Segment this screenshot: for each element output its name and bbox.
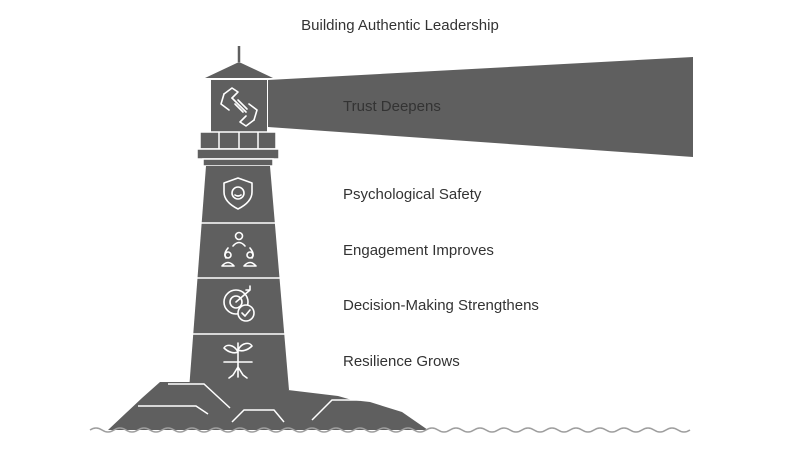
diagram-title: Building Authentic Leadership — [301, 17, 499, 34]
team-icon — [221, 231, 257, 267]
gallery-deck — [196, 148, 280, 160]
target-check-icon — [223, 285, 255, 322]
deck-collar — [202, 158, 274, 167]
stage-label-psychological-safety: Psychological Safety — [343, 186, 482, 203]
balcony-railing — [199, 131, 277, 150]
rock-base — [108, 382, 428, 430]
water-line — [89, 427, 691, 433]
sprout-icon — [223, 342, 253, 379]
handshake-icon — [220, 87, 258, 127]
tower-dividers — [191, 222, 286, 335]
stage-label-resilience-grows: Resilience Grows — [343, 353, 460, 370]
lighthouse-roof — [205, 62, 273, 78]
stage-label-engagement-improves: Engagement Improves — [343, 242, 494, 259]
shield-smile-icon — [223, 177, 253, 210]
stage-label-trust-deepens: Trust Deepens — [343, 98, 441, 115]
stage-label-decision-making: Decision-Making Strengthens — [343, 297, 539, 314]
light-beam — [268, 57, 693, 157]
rock-cracks — [138, 383, 360, 423]
